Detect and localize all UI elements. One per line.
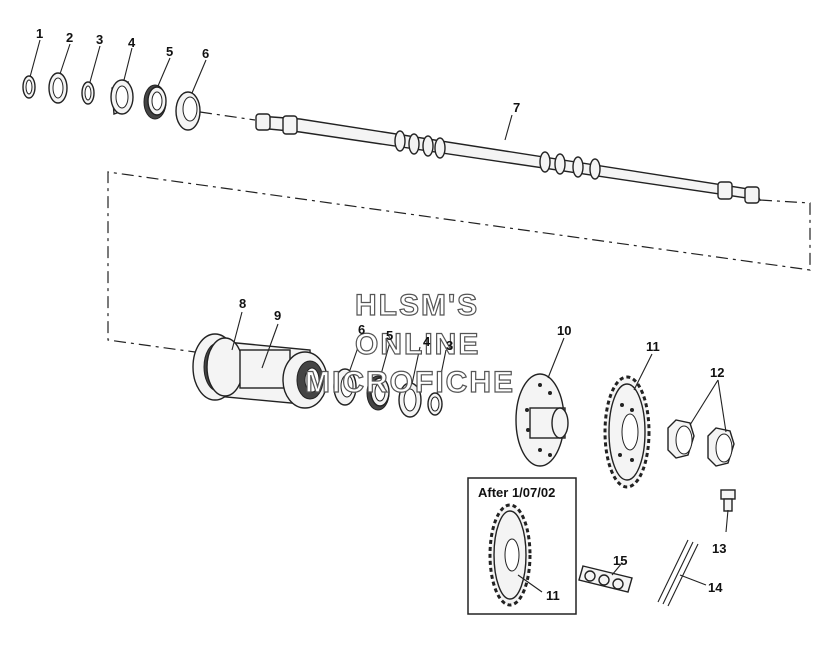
callout-4: 4 — [128, 35, 136, 50]
callout-6: 6 — [202, 46, 209, 61]
callout-10: 10 — [557, 323, 571, 338]
callout-5: 5 — [166, 44, 173, 59]
part-11-sprocket — [603, 375, 651, 489]
callout-11-inset: 11 — [546, 588, 560, 603]
callout-1: 1 — [36, 26, 43, 41]
callout-14: 14 — [708, 580, 723, 595]
callout-4-lower: 4 — [423, 334, 431, 349]
leader-lines — [29, 39, 729, 593]
part-4-bearing-lower — [398, 382, 422, 418]
part-8-9-axle-carrier — [192, 333, 328, 409]
part-5-bearing — [143, 84, 167, 120]
callout-13: 13 — [712, 541, 726, 556]
callout-12: 12 — [710, 365, 724, 380]
part-7-axle-shaft — [255, 113, 762, 204]
part-12-nut-a — [667, 419, 695, 459]
part-3-ring — [81, 81, 95, 105]
watermark: HLSM'S ONLINE MICROFICHE — [304, 288, 515, 399]
watermark-line-3: MICROFICHE — [305, 366, 515, 399]
part-14-chain — [657, 539, 699, 607]
callout-5-lower: 5 — [386, 328, 393, 343]
inset-title: After 1/07/02 — [478, 485, 555, 500]
part-3-ring-lower — [427, 392, 443, 416]
watermark-line-1: HLSM'S — [355, 289, 479, 322]
callout-8: 8 — [239, 296, 246, 311]
watermark-line-2: ONLINE — [355, 328, 480, 361]
part-5-bearing-lower — [366, 375, 390, 411]
part-6-spacer-lower — [333, 368, 357, 406]
part-12-nut-b — [707, 427, 735, 467]
part-2-seal — [48, 72, 68, 104]
part-1-snap-ring — [22, 75, 36, 99]
part-10-sprocket-hub — [515, 373, 569, 467]
callout-2: 2 — [66, 30, 73, 45]
callout-7: 7 — [513, 100, 520, 115]
callout-3: 3 — [96, 32, 103, 47]
part-15-master-link — [578, 565, 633, 593]
callout-9: 9 — [274, 308, 281, 323]
part-4-bearing — [110, 79, 134, 115]
part-6-spacer — [175, 91, 201, 131]
callout-11: 11 — [646, 339, 660, 354]
callout-3-lower: 3 — [446, 338, 453, 353]
callout-15: 15 — [613, 553, 627, 568]
callout-6-lower: 6 — [358, 322, 365, 337]
inset-after-date — [467, 477, 577, 615]
part-13-bolt — [720, 489, 736, 512]
